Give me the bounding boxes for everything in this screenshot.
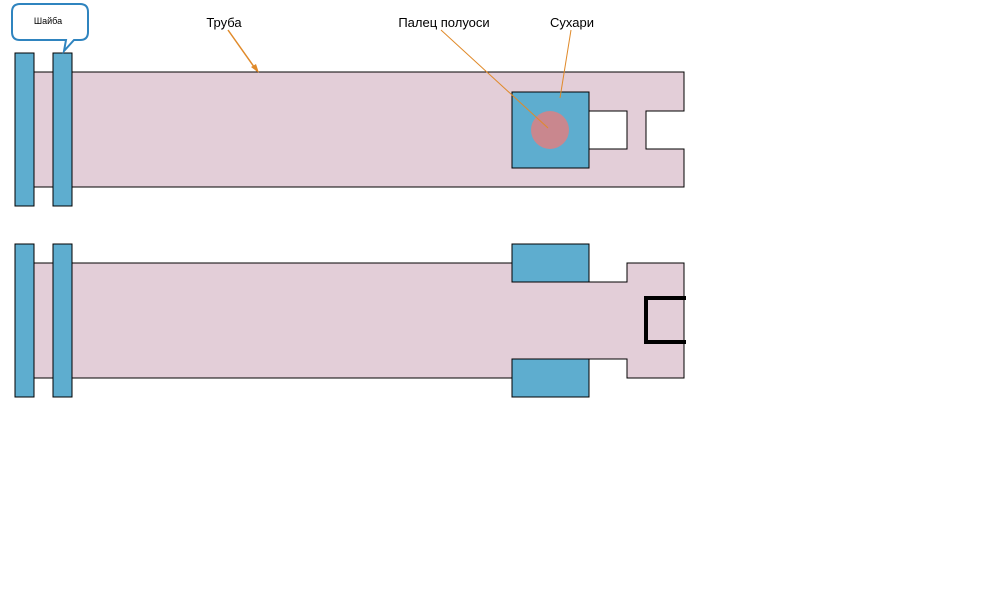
tube-leader-arrow [251, 64, 259, 73]
bottom-assembly [14, 243, 686, 398]
bottom-crackers-bottom [511, 358, 590, 398]
top-axle-pin [531, 111, 569, 149]
tube-leader-line [227, 29, 258, 72]
axle-pin-label: Палец полуоси [398, 15, 489, 30]
washer-callout-bubble [11, 3, 89, 55]
top-washer-left [14, 52, 35, 207]
bottom-washer-right [52, 243, 73, 398]
top-slot-window [588, 110, 628, 150]
tube-annotation: Труба [206, 15, 259, 73]
tube-label: Труба [206, 15, 242, 30]
bottom-end-bracket [644, 296, 686, 344]
bottom-crackers-top [511, 243, 590, 283]
crackers-leader-line [559, 29, 572, 99]
washer-callout: Шайба [11, 3, 89, 55]
top-assembly [14, 52, 685, 207]
crackers-label: Сухари [550, 15, 594, 30]
crackers-annotation: Сухари [550, 15, 594, 99]
washer-callout-text: Шайба [34, 16, 62, 26]
axle-pin-leader-line [440, 29, 549, 129]
top-washer-right [52, 52, 73, 207]
bottom-washer-left [14, 243, 35, 398]
axle-pin-annotation: Палец полуоси [398, 15, 549, 129]
